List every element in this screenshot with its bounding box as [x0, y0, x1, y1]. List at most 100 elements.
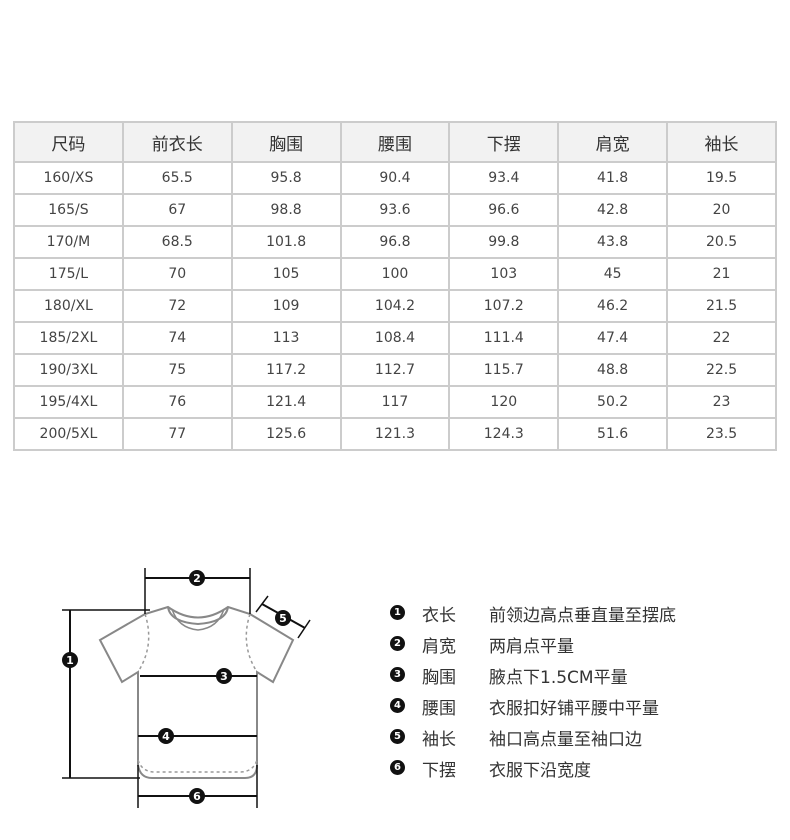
legend-name: 胸围 [422, 668, 456, 688]
measurement-cell: 76 [121, 385, 233, 419]
marker-shoulder: 2 [189, 570, 205, 586]
measurement-legend: 1 衣长 前领边高点垂直量至摆底 2 肩宽 两肩点平量 3 胸围 腋点下1.5CM平量 4 腰围 衣服… [390, 598, 780, 784]
measurement-cell: 121.3 [339, 417, 451, 451]
marker-length: 1 [62, 652, 78, 668]
measurement-cell: 21 [666, 257, 777, 291]
header-chest: 胸围 [230, 121, 342, 163]
legend-name: 袖长 [422, 730, 456, 750]
header-size: 尺码 [13, 121, 124, 163]
svg-text:1: 1 [66, 654, 74, 667]
legend-number-badge: 5 [390, 729, 405, 744]
measurement-cell: 99.8 [448, 225, 560, 259]
measurement-cell: 117 [339, 385, 451, 419]
marker-chest: 3 [216, 668, 232, 684]
header-front-length: 前衣长 [121, 121, 233, 163]
legend-description: 前领边高点垂直量至摆底 [489, 606, 676, 626]
measurement-cell: 47.4 [557, 321, 669, 355]
measurement-cell: 90.4 [339, 161, 451, 195]
measurement-cell: 48.8 [557, 353, 669, 387]
measurement-cell: 93.4 [448, 161, 560, 195]
legend-number-badge: 3 [390, 667, 405, 682]
measurement-cell: 67 [121, 193, 233, 227]
measurement-cell: 20.5 [666, 225, 777, 259]
size-cell: 160/XS [13, 161, 124, 195]
marker-waist: 4 [158, 728, 174, 744]
measurement-cell: 65.5 [121, 161, 233, 195]
measurement-cell: 96.6 [448, 193, 560, 227]
measurement-cell: 107.2 [448, 289, 560, 323]
legend-item: 2 肩宽 两肩点平量 [390, 629, 780, 660]
table-header-row: 尺码 前衣长 胸围 腰围 下摆 肩宽 袖长 [13, 121, 777, 163]
svg-text:5: 5 [279, 612, 287, 625]
measurement-cell: 109 [230, 289, 342, 323]
size-cell: 165/S [13, 193, 124, 227]
sleeve-seam-left [137, 613, 150, 673]
measurement-cell: 43.8 [557, 225, 669, 259]
measurement-cell: 121.4 [230, 385, 342, 419]
svg-text:4: 4 [162, 730, 170, 743]
header-hem: 下摆 [448, 121, 560, 163]
size-cell: 185/2XL [13, 321, 124, 355]
size-cell: 190/3XL [13, 353, 124, 387]
hem-stitch [137, 759, 258, 773]
measurement-cell: 120 [448, 385, 560, 419]
legend-name: 肩宽 [422, 637, 456, 657]
svg-text:2: 2 [193, 572, 201, 585]
size-cell: 200/5XL [13, 417, 124, 451]
legend-name: 腰围 [422, 699, 456, 719]
measurement-cell: 113 [230, 321, 342, 355]
measurement-cell: 95.8 [230, 161, 342, 195]
measurement-cell: 125.6 [230, 417, 342, 451]
measurement-cell: 111.4 [448, 321, 560, 355]
measurement-cell: 68.5 [121, 225, 233, 259]
measurement-cell: 70 [121, 257, 233, 291]
measurement-cell: 22 [666, 321, 777, 355]
sleeve-seam-right [245, 613, 258, 673]
measurement-cell: 20 [666, 193, 777, 227]
legend-number-badge: 6 [390, 760, 405, 775]
legend-description: 袖口高点量至袖口边 [489, 730, 642, 750]
legend-number-badge: 2 [390, 636, 405, 651]
measurement-cell: 41.8 [557, 161, 669, 195]
measurement-cell: 104.2 [339, 289, 451, 323]
legend-name: 衣长 [422, 606, 456, 626]
measurement-cell: 77 [121, 417, 233, 451]
legend-name: 下摆 [422, 761, 456, 781]
legend-number-badge: 1 [390, 605, 405, 620]
legend-description: 衣服扣好铺平腰中平量 [489, 699, 659, 719]
measurement-cell: 51.6 [557, 417, 669, 451]
measurement-cell: 23.5 [666, 417, 777, 451]
header-shoulder: 肩宽 [557, 121, 669, 163]
marker-sleeve: 5 [275, 610, 291, 626]
legend-item: 5 袖长 袖口高点量至袖口边 [390, 722, 780, 753]
measurement-cell: 100 [339, 257, 451, 291]
legend-description: 腋点下1.5CM平量 [489, 668, 628, 688]
measurement-cell: 45 [557, 257, 669, 291]
tshirt-outline [98, 605, 295, 779]
measurement-cell: 117.2 [230, 353, 342, 387]
measurement-cell: 105 [230, 257, 342, 291]
measurement-cell: 50.2 [557, 385, 669, 419]
legend-description: 两肩点平量 [489, 637, 574, 657]
svg-text:3: 3 [220, 670, 228, 683]
header-waist: 腰围 [339, 121, 451, 163]
tshirt-collar-inner [171, 608, 225, 631]
size-cell: 195/4XL [13, 385, 124, 419]
measurement-cell: 72 [121, 289, 233, 323]
measurement-cell: 98.8 [230, 193, 342, 227]
tshirt-diagram: 1 2 3 4 5 6 [62, 568, 311, 808]
legend-number-badge: 4 [390, 698, 405, 713]
svg-text:6: 6 [193, 790, 201, 803]
size-cell: 175/L [13, 257, 124, 291]
measurement-cell: 19.5 [666, 161, 777, 195]
